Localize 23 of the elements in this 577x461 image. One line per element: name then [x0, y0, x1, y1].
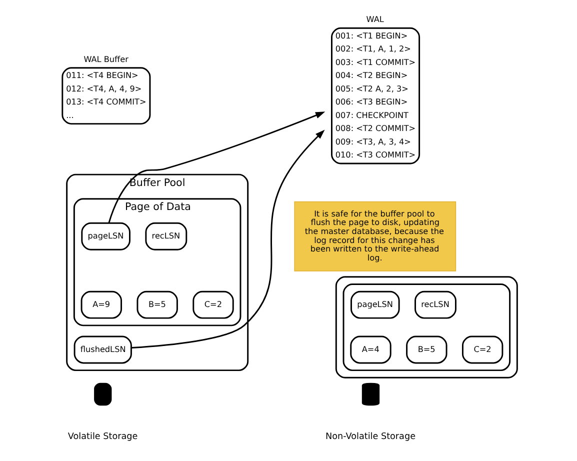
cluster [342, 283, 511, 372]
arrow [108, 112, 326, 224]
node-box: 001: <T1 BEGIN> 002: <T1, A, 1, 2> 003: <T1 COMMIT> 004: <T2 BEGIN> 005: <T2 A, 2, 3> 006: <T3 BEGIN> 007: CHECKPOINT 008: <T2 COMMIT> 009: <T3, A, 3, 4> 010: <T3 COMMIT> [331, 27, 420, 164]
node-box: recLSN [414, 290, 456, 319]
node-label: WAL [366, 14, 384, 24]
node-box: pageLSN [350, 290, 400, 319]
label: Non-Volatile Storage [325, 432, 416, 442]
node-label: WAL Buffer [84, 54, 128, 64]
node-box: A=9 [80, 290, 122, 319]
node-box: pageLSN [81, 222, 130, 250]
node-box: B=5 [136, 290, 178, 319]
node-box: C=2 [462, 336, 504, 364]
arrow [131, 130, 325, 348]
label: Volatile Storage [68, 432, 138, 442]
node-box: It is safe for the buffer pool to flush the page to disk, updating the master database, because the log record for this change has been written to the write-ahead log. [294, 201, 456, 272]
node-box: flushedLSN [74, 336, 132, 364]
node-box: B=5 [406, 336, 448, 364]
node-box: 011: <T4 BEGIN> 012: <T4, A, 4, 9> 013: <T4 COMMIT> ... [62, 67, 151, 125]
node-box: C=2 [192, 290, 234, 319]
node-box: recLSN [145, 222, 188, 250]
node-box: A=4 [350, 336, 392, 364]
node-box [94, 382, 112, 406]
cluster [335, 276, 518, 378]
